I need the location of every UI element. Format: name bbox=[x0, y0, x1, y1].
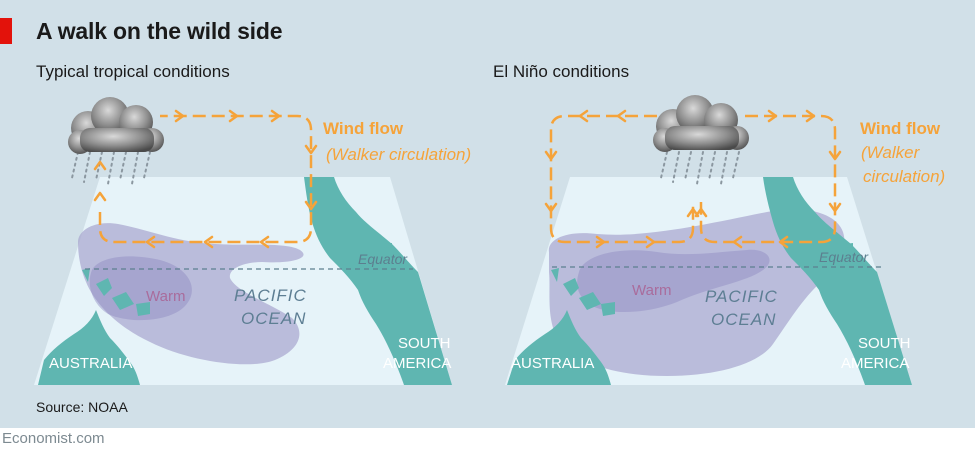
wind-arrow-icon-west bbox=[549, 114, 695, 244]
ocean-label-line1: PACIFIC bbox=[234, 286, 307, 305]
rain-cloud-icon bbox=[68, 97, 164, 154]
south-america-label-line2: AMERICA bbox=[383, 355, 451, 372]
americas-land bbox=[304, 177, 452, 385]
brand-tab bbox=[0, 18, 12, 44]
ocean-label-line2: OCEAN bbox=[241, 309, 306, 328]
panel-subtitle-typical: Typical tropical conditions bbox=[36, 62, 230, 81]
wind-arrow-icon-east bbox=[699, 114, 837, 244]
warm-label: Warm bbox=[146, 288, 185, 305]
rain-drops bbox=[71, 151, 151, 185]
wind-flow-label: Wind flow bbox=[323, 119, 404, 138]
equator-label: Equator bbox=[358, 251, 408, 267]
warm-pool bbox=[78, 223, 304, 365]
australia-label: AUSTRALIA bbox=[49, 355, 132, 372]
walker-circulation-label: (Walker circulation) bbox=[326, 145, 471, 164]
figure: A walk on the wild side Typical tropical… bbox=[0, 0, 975, 428]
equator-label: Equator bbox=[819, 249, 869, 265]
credit-link[interactable]: Economist.com bbox=[2, 430, 105, 447]
australia-land bbox=[38, 310, 140, 385]
wind-arrow-icon bbox=[98, 114, 313, 244]
chart-title: A walk on the wild side bbox=[36, 18, 283, 44]
australia-land bbox=[507, 310, 611, 385]
warm-label: Warm bbox=[632, 282, 671, 299]
walker-label-line2: circulation) bbox=[863, 167, 945, 186]
australia-label: AUSTRALIA bbox=[511, 355, 594, 372]
source-note: Source: NOAA bbox=[36, 399, 128, 415]
rain-cloud-icon bbox=[653, 95, 749, 152]
islands-land bbox=[82, 268, 150, 316]
islands-land bbox=[551, 268, 615, 316]
ocean-label-line1: PACIFIC bbox=[705, 287, 778, 306]
south-america-label-line2: AMERICA bbox=[841, 355, 909, 372]
south-america-label-line1: SOUTH bbox=[858, 335, 911, 352]
warm-core bbox=[89, 256, 192, 321]
south-america-label-line1: SOUTH bbox=[398, 335, 451, 352]
rain-drops bbox=[660, 151, 740, 185]
wind-arrow-chevrons bbox=[93, 109, 318, 249]
walker-label-line1: (Walker bbox=[861, 143, 921, 162]
americas-land bbox=[763, 177, 912, 385]
footer: Economist.com bbox=[0, 428, 975, 452]
warm-pool bbox=[548, 209, 845, 376]
panel-subtitle-el-nino: El Niño conditions bbox=[493, 62, 630, 81]
warm-core bbox=[577, 249, 770, 313]
panel-typical: Equator Wind flow (Walker circulation) W… bbox=[34, 97, 471, 385]
wind-arrow-chevrons bbox=[544, 109, 842, 249]
ocean-label-line2: OCEAN bbox=[711, 310, 776, 329]
panel-el-nino: Equator Wind flow (Walker ci bbox=[505, 95, 945, 385]
caribbean-islands bbox=[362, 238, 392, 248]
wind-flow-label: Wind flow bbox=[860, 119, 941, 138]
